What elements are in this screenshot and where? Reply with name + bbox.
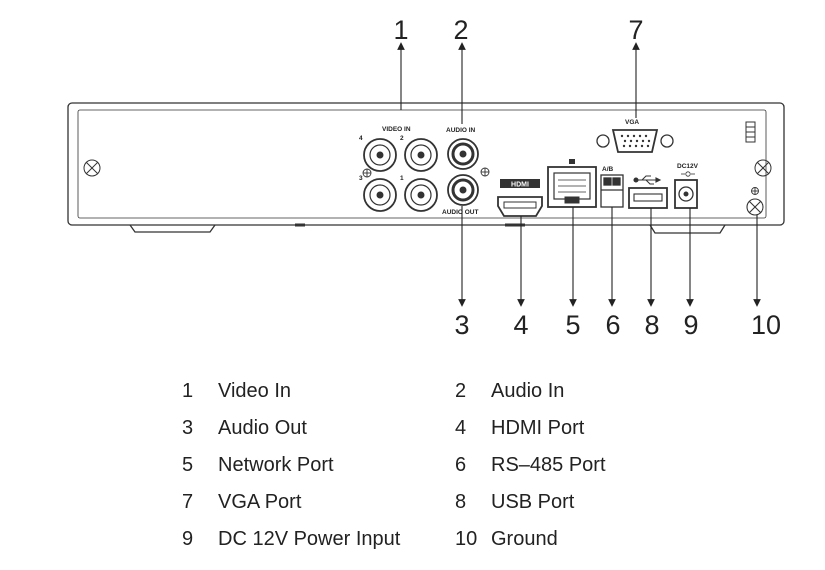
audio-in-panel-label: AUDIO IN [446,127,476,134]
legend-item: 5 Network Port [182,452,334,478]
legend-number: 3 [182,417,194,439]
bnc-channel-label: 3 [359,175,363,182]
callout-number: 5 [565,310,580,340]
legend-row: 7 VGA Port 8 USB Port [182,489,702,526]
bnc-channel-label: 4 [359,135,363,142]
legend-item: 4 HDMI Port [455,415,584,441]
legend-row: 9 DC 12V Power Input 10 Ground [182,526,702,563]
legend-item: 8 USB Port [455,489,574,515]
legend-number: 7 [182,491,194,513]
polarity-icon [681,171,695,177]
dc-panel-label: DC12V [677,163,699,170]
legend-number: 2 [455,380,467,402]
legend-label: VGA Port [218,491,302,513]
legend-label: Audio Out [218,417,307,439]
callout-number: 6 [605,310,620,340]
legend-row: 1 Video In 2 Audio In [182,378,702,415]
callout-number: 2 [453,15,468,45]
callout-number: 1 [393,15,408,45]
legend-label: USB Port [491,491,575,513]
legend-label: DC 12V Power Input [218,528,401,550]
ground-symbol-icon [480,167,490,177]
dvr-rear-panel-diagram: VIDEO IN 4 2 3 1 AUDIO IN AUDIO OUT HDMI [67,15,785,340]
legend-number: 9 [182,528,194,550]
legend-row: 3 Audio Out 4 HDMI Port [182,415,702,452]
callout-number: 10 [751,310,781,340]
legend-row: 5 Network Port 6 RS–485 Port [182,452,702,489]
vga-port [596,129,674,153]
callout-number: 4 [513,310,528,340]
video-in-panel-label: VIDEO IN [382,126,411,133]
ground-terminal [746,198,764,216]
legend-item: 3 Audio Out [182,415,307,441]
bnc-connector [363,178,397,212]
callout-number: 8 [644,310,659,340]
audio-in-rca [447,138,479,170]
ground-symbol-icon [362,168,372,178]
bnc-channel-label: 2 [400,135,404,142]
vga-panel-label: VGA [625,119,639,126]
legend-label: Video In [218,380,292,402]
hdmi-logo-icon: HDMI [500,179,540,189]
legend-label: RS–485 Port [491,454,606,476]
audio-out-panel-label: AUDIO OUT [442,209,479,216]
leader-lines [397,42,761,307]
bnc-connector [404,178,438,212]
port-legend: 1 Video In 2 Audio In 3 Audio Out 4 HDMI Por… [182,378,702,563]
legend-number: 5 [182,454,194,476]
rs485-terminal-block [600,174,624,208]
ground-symbol-icon [751,187,759,195]
legend-label: HDMI Port [491,417,585,439]
usb-icon [633,175,662,185]
rs485-panel-label: A/B [602,166,614,173]
legend-number: 8 [455,491,467,513]
legend-number: 6 [455,454,467,476]
callout-number: 7 [628,15,643,45]
bnc-connector [404,138,438,172]
callout-number: 3 [454,310,469,340]
legend-item: 9 DC 12V Power Input [182,526,400,552]
callout-number: 9 [683,310,698,340]
screw-right [754,159,772,177]
legend-number: 1 [182,380,194,402]
legend-label: Audio In [491,380,565,402]
network-lan-icon [569,159,575,164]
chassis [67,102,785,234]
video-in-bnc-group [363,138,438,212]
legend-label: Network Port [218,454,334,476]
legend-label: Ground [491,528,558,550]
audio-out-rca [447,174,479,206]
bnc-connector [363,138,397,172]
legend-item: 2 Audio In [455,378,564,404]
screw-left [83,159,101,177]
network-port [547,166,597,208]
legend-item: 1 Video In [182,378,291,404]
hdmi-panel-label: HDMI [511,182,529,189]
dc-power-jack [674,179,698,209]
hdmi-port [497,196,543,217]
bnc-channel-label: 1 [400,175,404,182]
usb-port [628,187,668,209]
callout-numbers: 1 2 3 4 5 6 7 8 9 10 [393,15,781,340]
legend-number: 4 [455,417,467,439]
legend-item: 10 Ground [455,526,558,552]
legend-item: 6 RS–485 Port [455,452,606,478]
legend-item: 7 VGA Port [182,489,301,515]
legend-number: 10 [455,528,478,550]
vent-grille [745,121,756,143]
